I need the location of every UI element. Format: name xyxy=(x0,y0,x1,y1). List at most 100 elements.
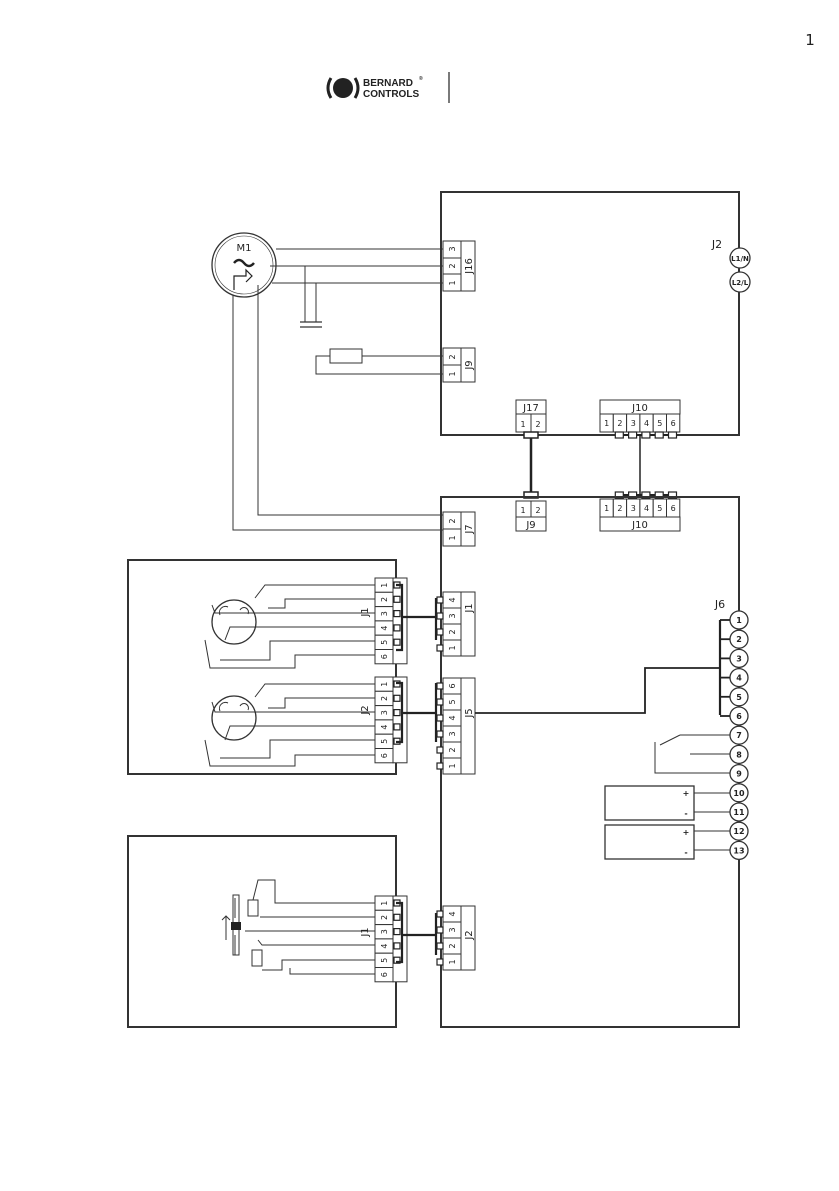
pin-label: 6 xyxy=(380,753,389,758)
analog-output-1: + - xyxy=(605,786,730,820)
pin-label: 5 xyxy=(657,419,662,428)
svg-text:1: 1 xyxy=(448,535,457,540)
svg-text:2: 2 xyxy=(448,263,457,268)
pin-label: 6 xyxy=(380,654,389,659)
j6-terminal-5[interactable]: 5 xyxy=(730,688,748,706)
svg-text:J7: J7 xyxy=(464,524,475,534)
supply-terminal-l2l[interactable]: L2/L xyxy=(730,272,750,292)
pin-label: 3 xyxy=(448,613,457,618)
svg-text:L2/L: L2/L xyxy=(732,279,749,287)
svg-text:1: 1 xyxy=(520,420,525,429)
pin-label: 3 xyxy=(631,504,636,513)
svg-text:J2: J2 xyxy=(464,930,475,940)
j6-label: J6 xyxy=(714,598,725,611)
pin-label: 5 xyxy=(380,640,389,645)
switch-module xyxy=(128,560,396,774)
page-number: 1 xyxy=(805,31,815,49)
svg-text:J2: J2 xyxy=(360,705,371,715)
pin-label: 3 xyxy=(380,710,389,715)
supply-terminal-l1n[interactable]: L1/N xyxy=(730,248,750,268)
torque-cam-icon xyxy=(212,696,256,740)
svg-text:1: 1 xyxy=(448,280,457,285)
pin-label: 1 xyxy=(604,504,609,513)
pin-label: 6 xyxy=(671,419,676,428)
svg-text:J9: J9 xyxy=(464,360,475,370)
pin-label: 6 xyxy=(380,972,389,977)
pin-label: 4 xyxy=(380,944,389,949)
svg-text:9: 9 xyxy=(736,770,742,779)
j16-terminal-block: 3 2 1 J16 xyxy=(443,241,475,291)
svg-text:12: 12 xyxy=(733,827,744,836)
svg-text:8: 8 xyxy=(736,750,742,759)
limit-cam-icon xyxy=(212,600,256,644)
pin-label: 4 xyxy=(644,419,649,428)
svg-text:M1: M1 xyxy=(237,243,252,254)
pin-label: 3 xyxy=(380,929,389,934)
pin-label: 2 xyxy=(617,504,622,513)
svg-text:+: + xyxy=(683,828,690,837)
svg-text:1: 1 xyxy=(520,506,525,515)
pin-label: 3 xyxy=(448,927,457,932)
pin-label: 5 xyxy=(448,699,457,704)
pin-label: 4 xyxy=(448,715,457,720)
j6-terminal-7[interactable]: 7 xyxy=(730,726,748,744)
svg-text:1: 1 xyxy=(448,371,457,376)
supply-j2-label: J2 xyxy=(711,238,722,251)
pin-label: 2 xyxy=(380,915,389,920)
svg-text:13: 13 xyxy=(733,846,744,855)
supply-board xyxy=(441,192,739,435)
pin-label: 1 xyxy=(448,763,457,768)
j6-terminal-2[interactable]: 2 xyxy=(730,630,748,648)
pin-label: 5 xyxy=(380,958,389,963)
svg-text:11: 11 xyxy=(733,808,745,817)
j6-terminal-11[interactable]: 11 xyxy=(730,803,748,821)
pin-label: 2 xyxy=(617,419,622,428)
svg-text:2: 2 xyxy=(535,420,540,429)
pin-label: 4 xyxy=(448,911,457,916)
j6-terminal-3[interactable]: 3 xyxy=(730,649,748,667)
svg-text:1: 1 xyxy=(736,616,742,625)
pin-label: 5 xyxy=(657,504,662,513)
svg-text:10: 10 xyxy=(733,789,745,798)
j6-terminal-10[interactable]: 10 xyxy=(730,784,748,802)
j6-terminal-13[interactable]: 13 xyxy=(730,841,748,859)
svg-text:J9: J9 xyxy=(525,520,535,531)
j6-terminal-12[interactable]: 12 xyxy=(730,822,748,840)
svg-text:J1: J1 xyxy=(464,603,475,613)
bernard-controls-logo: BERNARD ® CONTROLS xyxy=(328,72,449,103)
svg-text:+: + xyxy=(683,789,690,798)
svg-text:7: 7 xyxy=(736,731,742,740)
pin-label: 2 xyxy=(380,696,389,701)
pin-label: 2 xyxy=(448,629,457,634)
pin-label: 4 xyxy=(448,597,457,602)
svg-text:J10: J10 xyxy=(631,520,648,531)
svg-text:2: 2 xyxy=(736,635,742,644)
j6-terminal-4[interactable]: 4 xyxy=(730,669,748,687)
svg-text:2: 2 xyxy=(448,518,457,523)
pin-label: 4 xyxy=(380,626,389,631)
svg-text:3: 3 xyxy=(448,246,457,251)
svg-text:-: - xyxy=(684,848,687,857)
logo-line2: CONTROLS xyxy=(363,89,419,100)
svg-text:4: 4 xyxy=(736,674,742,683)
j6-terminal-9[interactable]: 9 xyxy=(730,765,748,783)
j6-terminal-6[interactable]: 6 xyxy=(730,707,748,725)
svg-text:J17: J17 xyxy=(522,403,539,414)
pin-label: 3 xyxy=(448,731,457,736)
svg-text:-: - xyxy=(684,809,687,818)
pin-label: 6 xyxy=(671,504,676,513)
pin-label: 3 xyxy=(380,611,389,616)
j6-terminal-8[interactable]: 8 xyxy=(730,745,748,763)
logo-mark-icon xyxy=(333,78,353,98)
j6-terminal-1[interactable]: 1 xyxy=(730,611,748,629)
pin-label: 4 xyxy=(644,504,649,513)
svg-text:J10: J10 xyxy=(631,403,648,414)
